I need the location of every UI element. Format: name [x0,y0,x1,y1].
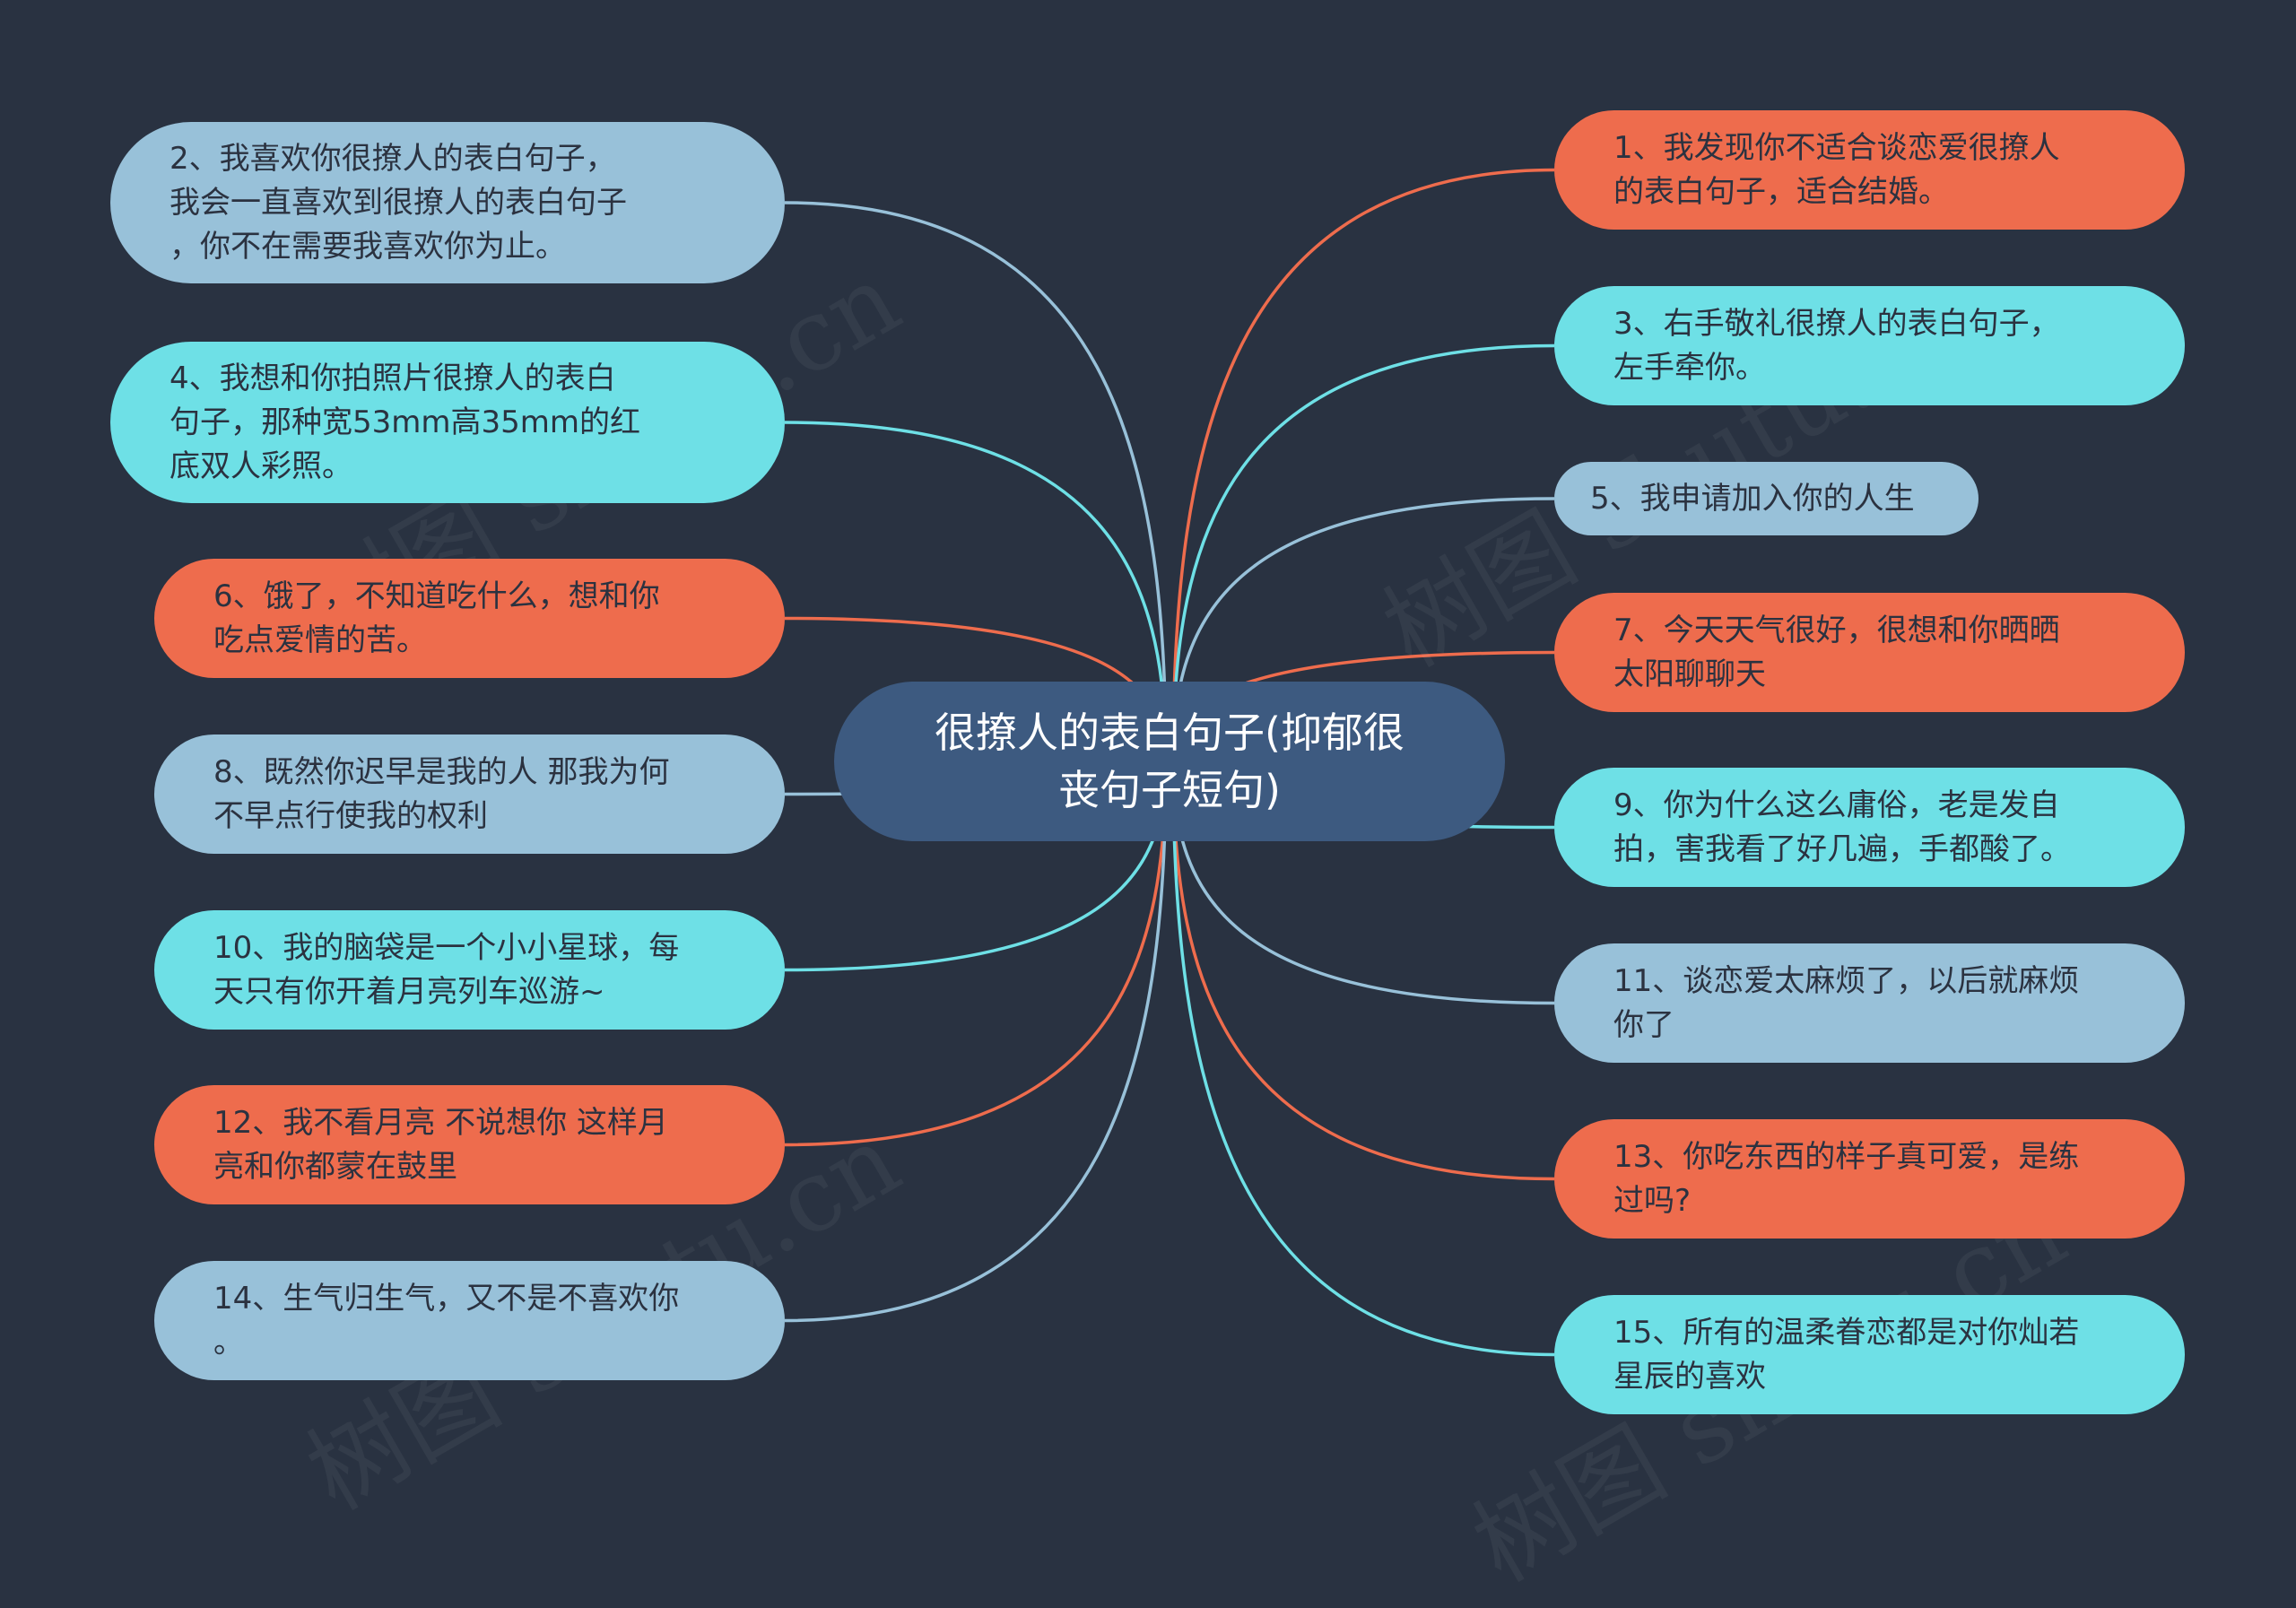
branch-node-11[interactable]: 11、谈恋爱太麻烦了，以后就麻烦 你了 [1554,943,2185,1063]
connector-line-15 [1171,761,1555,1357]
branch-node-15[interactable]: 15、所有的温柔眷恋都是对你灿若 星辰的喜欢 [1554,1295,2185,1414]
branch-node-7[interactable]: 7、今天天气很好，很想和你晒晒 太阳聊聊天 [1554,593,2185,712]
connector-line-1 [1171,168,1555,762]
connector-line-13 [1171,761,1555,1181]
connector-line-12 [784,761,1168,1147]
branch-node-3[interactable]: 3、右手敬礼很撩人的表白句子， 左手牵你。 [1554,286,2185,405]
central-topic[interactable]: 很撩人的表白句子(抑郁很 丧句子短句) [834,682,1505,841]
branch-node-12[interactable]: 12、我不看月亮 不说想你 这样月 亮和你都蒙在鼓里 [154,1085,785,1204]
branch-node-14[interactable]: 14、生气归生气，又不是不喜欢你 。 [154,1261,785,1380]
mind-map: 树图 shutu.cn 树图 shutu.cn 树图 shutu.cn 树图 s… [110,110,2185,1604]
branch-node-2[interactable]: 2、我喜欢你很撩人的表白句子， 我会一直喜欢到很撩人的表白句子 ，你不在需要我喜… [110,122,785,283]
branch-node-8[interactable]: 8、既然你迟早是我的人 那我为何 不早点行使我的权利 [154,734,785,854]
connector-line-14 [784,761,1168,1323]
branch-node-1[interactable]: 1、我发现你不适合谈恋爱很撩人 的表白句子，适合结婚。 [1554,110,2185,230]
branch-node-9[interactable]: 9、你为什么这么庸俗，老是发自 拍，害我看了好几遍，手都酸了。 [1554,768,2185,887]
branch-node-10[interactable]: 10、我的脑袋是一个小小星球，每 天只有你开着月亮列车巡游~ [154,910,785,1030]
connector-line-3 [1171,343,1555,762]
connector-line-2 [784,201,1168,762]
branch-node-13[interactable]: 13、你吃东西的样子真可爱，是练 过吗? [1554,1119,2185,1239]
branch-node-5[interactable]: 5、我申请加入你的人生 [1554,462,1979,535]
branch-node-4[interactable]: 4、我想和你拍照片很撩人的表白 句子，那种宽53mm高35mm的红 底双人彩照。 [110,342,785,503]
branch-node-6[interactable]: 6、饿了，不知道吃什么，想和你 吃点爱情的苦。 [154,559,785,678]
